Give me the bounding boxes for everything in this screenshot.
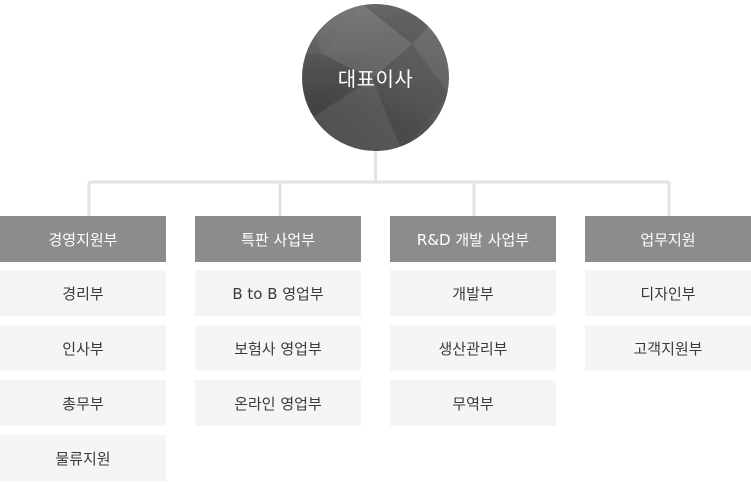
- dept-header-business-support: 업무지원: [585, 216, 751, 262]
- dept-item: 고객지원부: [585, 325, 751, 371]
- dept-item: 총무부: [0, 380, 166, 426]
- dept-item: 물류지원: [0, 435, 166, 481]
- dept-header-management-support: 경영지원부: [0, 216, 166, 262]
- dept-item: 생산관리부: [390, 325, 556, 371]
- dept-item: 무역부: [390, 380, 556, 426]
- dept-item: B to B 영업부: [195, 270, 361, 316]
- dept-item: 온라인 영업부: [195, 380, 361, 426]
- dept-item: 보험사 영업부: [195, 325, 361, 371]
- root-node-label: 대표이사: [337, 67, 414, 91]
- root-node-ceo: 대표이사: [302, 4, 449, 151]
- root-facet-texture: [302, 4, 449, 151]
- dept-item: 개발부: [390, 270, 556, 316]
- dept-header-special-sales: 특판 사업부: [195, 216, 361, 262]
- dept-item: 경리부: [0, 270, 166, 316]
- dept-item: 디자인부: [585, 270, 751, 316]
- dept-item: 인사부: [0, 325, 166, 371]
- dept-header-rnd-development: R&D 개발 사업부: [390, 216, 556, 262]
